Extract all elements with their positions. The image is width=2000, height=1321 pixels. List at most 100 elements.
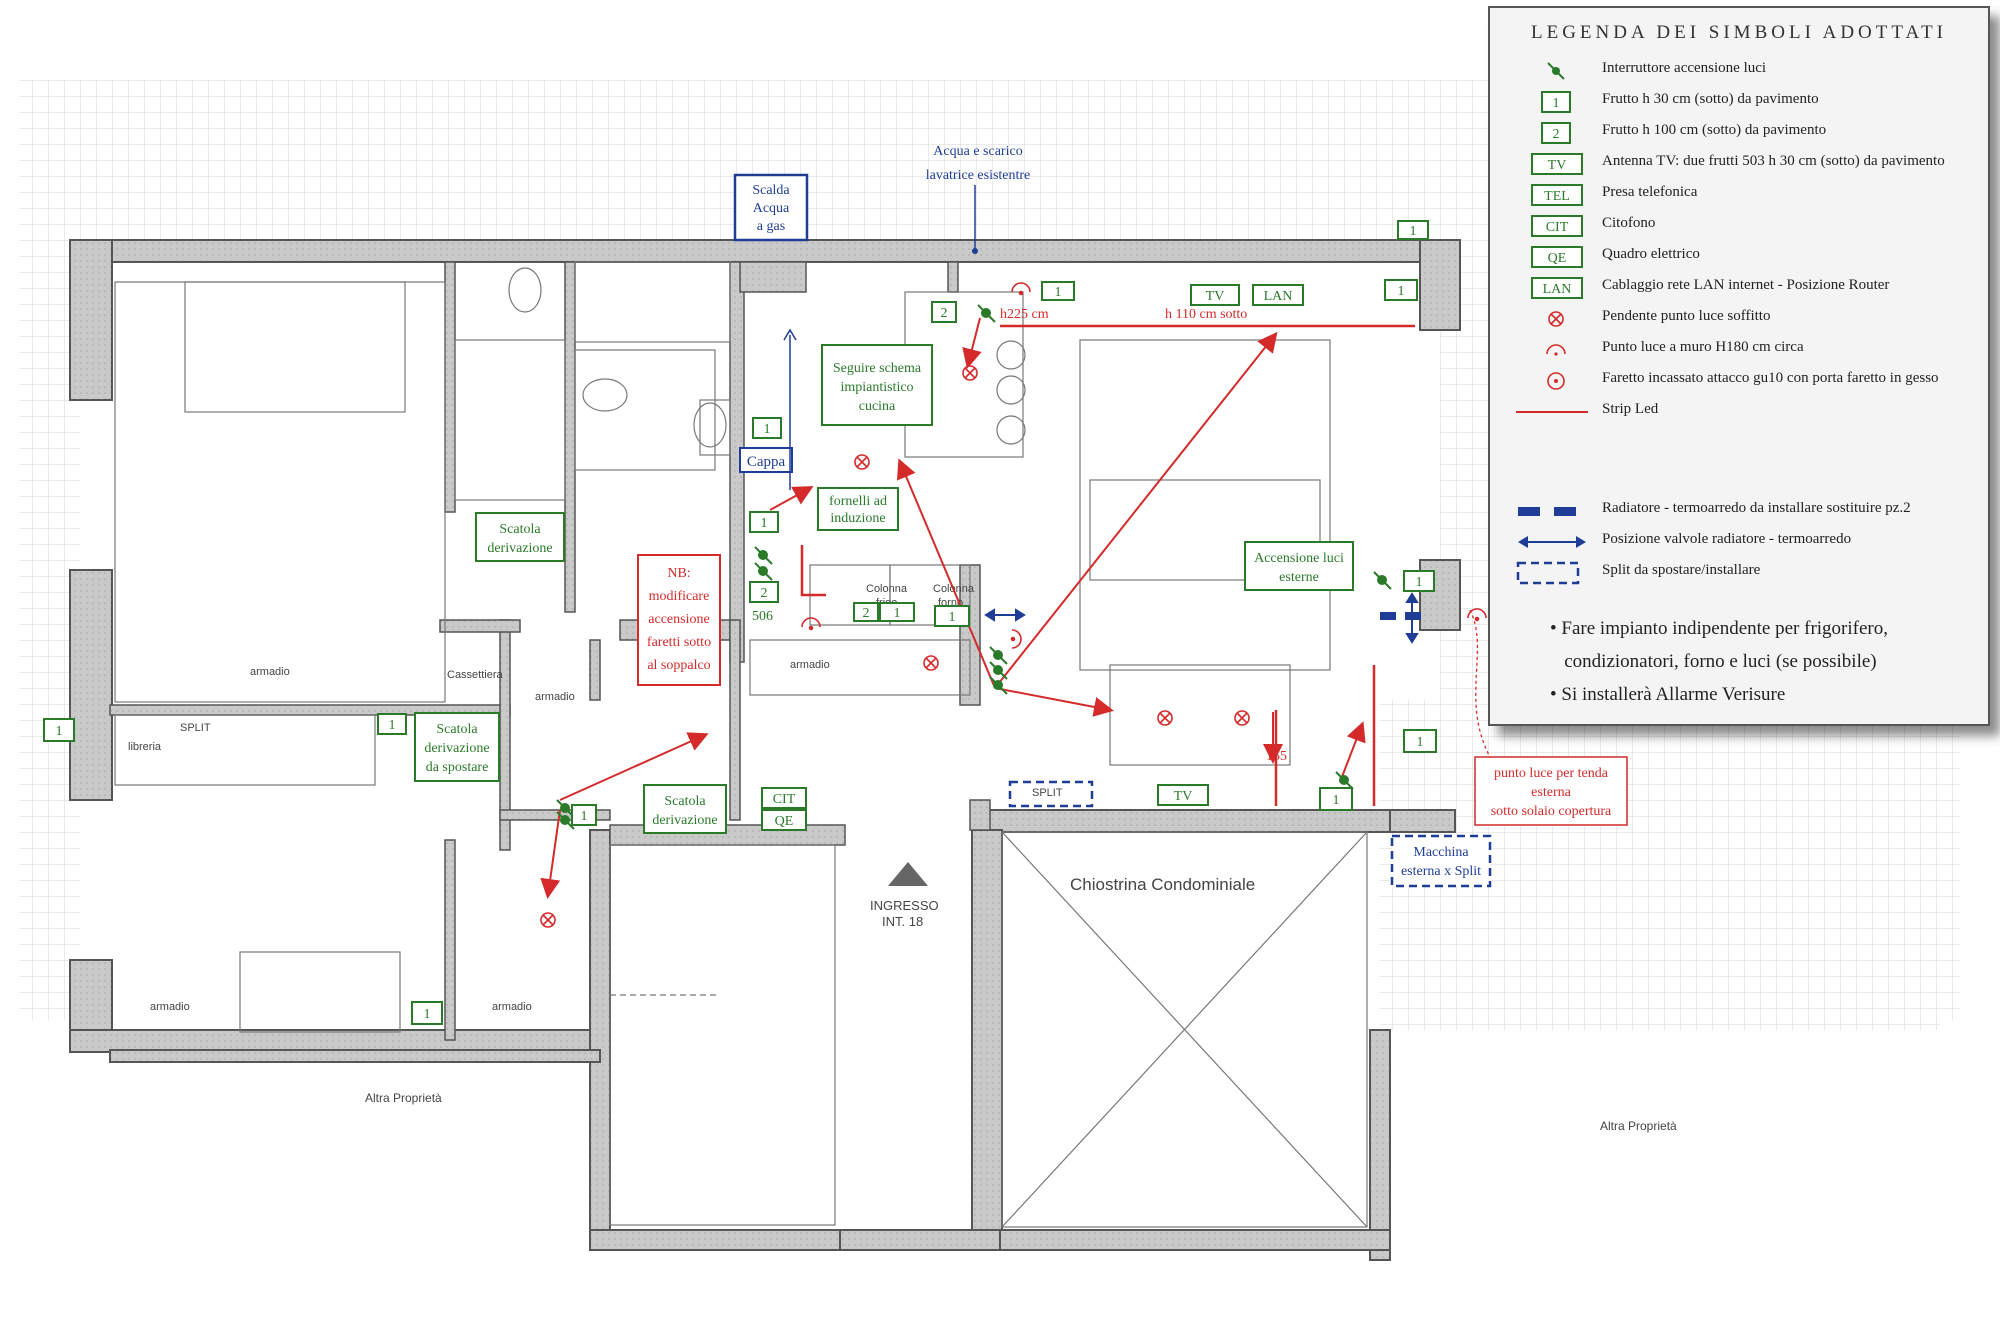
legend-note-text: condizionatori, forno e luci (se possibi… xyxy=(1564,651,1877,672)
radiators xyxy=(783,328,1421,644)
socket-box-icon: QE xyxy=(1531,246,1583,268)
socket-1: 1 xyxy=(1384,279,1418,301)
schema-cucina-line-1: Seguire schema xyxy=(833,361,922,376)
socket-1: 1 xyxy=(1319,787,1353,811)
legend-row-radiator: Radiatore - termoarredo da installare so… xyxy=(1490,496,1988,526)
legend-text: Antenna TV: due frutti 503 h 30 cm (sott… xyxy=(1602,153,1945,169)
socket-1-label: 1 xyxy=(949,610,956,625)
nb-line-3: accensione xyxy=(648,612,709,627)
cappa-box: Cappa xyxy=(739,447,793,473)
socket-1-label: 1 xyxy=(1055,285,1062,300)
label-altra-proprieta-2: Altra Proprietà xyxy=(1600,1119,1677,1133)
socket-tv-label: TV xyxy=(1206,289,1225,304)
spotlight-icon xyxy=(1547,372,1565,390)
nb-line-5: al soppalco xyxy=(647,658,710,673)
legend-row-spotlight: Faretto incassato attacco gu10 con porta… xyxy=(1490,366,1988,396)
light-switch-icon xyxy=(1335,771,1354,790)
legend-row-strip-led: Strip Led xyxy=(1490,397,1988,427)
scatola-derivazione-box-1: Scatola derivazione xyxy=(475,512,565,562)
macchina-split-box: Macchina esterna x Split xyxy=(1390,834,1492,888)
strip-led-icon xyxy=(1516,411,1588,413)
wall-light-icon xyxy=(1467,608,1487,622)
legend-code: CIT xyxy=(1546,220,1569,235)
legend-text: Interruttore accensione luci xyxy=(1602,60,1767,76)
socket-1: 1 xyxy=(879,602,915,622)
legend-row-cit: CIT Citofono xyxy=(1490,211,1988,241)
furniture xyxy=(114,261,1368,1228)
legend-text: Posizione valvole radiatore - termoarred… xyxy=(1602,531,1852,547)
light-switch-icon xyxy=(754,562,773,581)
legend-text: Frutto h 100 cm (sotto) da pavimento xyxy=(1602,122,1827,138)
accensione-esterne-line-1: Accensione luci xyxy=(1254,551,1344,566)
scatola-spostare-line-1: Scatola xyxy=(436,722,478,737)
socket-lan-label: LAN xyxy=(1264,289,1293,304)
light-switch-icon xyxy=(977,304,996,323)
legend-code: QE xyxy=(1548,251,1567,266)
outer-walls xyxy=(69,239,1461,1261)
legend-note-1: • Fare impianto indipendente per frigori… xyxy=(1550,618,1888,639)
legend-row-wall-light: Punto luce a muro H180 cm circa xyxy=(1490,335,1988,365)
socket-1-label: 1 xyxy=(1398,284,1405,299)
cappa-label: Cappa xyxy=(747,454,786,470)
socket-box-icon: 2 xyxy=(1541,122,1571,144)
socket-1-label: 1 xyxy=(894,606,901,621)
legend-text: Citofono xyxy=(1602,215,1656,231)
light-switch-icon xyxy=(556,811,575,830)
nb-note-box: NB: modificare accensione faretti sotto … xyxy=(637,554,721,686)
socket-cit: CIT xyxy=(761,787,807,809)
legend-text: Faretto incassato attacco gu10 con porta… xyxy=(1602,370,1939,386)
schema-cucina-line-3: cucina xyxy=(859,399,896,414)
socket-2: 2 xyxy=(749,581,779,603)
label-colonna-frigo-1: Colonna xyxy=(866,583,908,595)
scalda-acqua-line-1: Scalda xyxy=(752,183,790,198)
light-switch-icon xyxy=(989,676,1008,695)
scalda-acqua-line-3: a gas xyxy=(757,219,785,234)
accensione-esterne-line-2: esterne xyxy=(1279,570,1319,585)
light-switch-icon xyxy=(754,546,773,565)
socket-box-icon: 1 xyxy=(1541,91,1571,113)
legend-code: 1 xyxy=(1553,96,1560,111)
room-labels: armadio Cassettiera armadio SPLIT librer… xyxy=(128,583,1677,1133)
acqua-scarico-line-2: lavatrice esistentre xyxy=(926,168,1031,183)
label-armadio-2: armadio xyxy=(535,691,575,703)
socket-box-icon: TV xyxy=(1531,153,1583,175)
legend-code: TV xyxy=(1548,158,1567,173)
label-armadio-5: armadio xyxy=(492,1001,532,1013)
pendant-light-icon xyxy=(1548,311,1564,327)
macchina-line-1: Macchina xyxy=(1413,845,1469,860)
socket-1: 1 xyxy=(1403,570,1435,592)
socket-1-label: 1 xyxy=(389,718,396,733)
wall-lights xyxy=(801,282,1487,649)
wall-light-icon xyxy=(1546,344,1566,356)
scatola-1-line-2: derivazione xyxy=(487,541,552,556)
punto-luce-tenda-box: punto luce per tenda esterna sotto solai… xyxy=(1469,609,1628,826)
light-switch-icon xyxy=(1373,571,1392,590)
entrance-arrow-icon xyxy=(888,862,928,886)
acqua-scarico-line-1: Acqua e scarico xyxy=(933,144,1022,159)
tenda-line-3: sotto solaio copertura xyxy=(1491,804,1612,819)
legend-text: Split da spostare/installare xyxy=(1602,562,1761,578)
pendant-light-icon xyxy=(540,912,556,928)
scatola-derivazione-box-2: Scatola derivazione xyxy=(643,784,727,834)
socket-1: 1 xyxy=(411,1001,443,1025)
valve-arrow-icon xyxy=(984,608,1026,622)
fornelli-line-1: fornelli ad xyxy=(829,494,887,509)
socket-qe: QE xyxy=(761,809,807,831)
socket-tv: TV xyxy=(1190,284,1240,306)
label-cassettiera: Cassettiera xyxy=(447,669,504,681)
pendant-light-icon xyxy=(1234,710,1250,726)
macchina-line-2: esterna x Split xyxy=(1401,864,1481,879)
legend-text: Frutto h 30 cm (sotto) da pavimento xyxy=(1602,91,1819,107)
legend-row-switch: Interruttore accensione luci xyxy=(1490,56,1988,86)
legend-note-3: • Si installerà Allarme Verisure xyxy=(1550,684,1786,705)
socket-1-label: 1 xyxy=(56,724,63,739)
socket-cit-label: CIT xyxy=(773,792,796,807)
pendant-light-icon xyxy=(962,365,978,381)
nb-line-2: modificare xyxy=(649,589,710,604)
wall-light-icon xyxy=(1011,282,1031,296)
socket-2-label: 2 xyxy=(941,306,948,321)
pendant-light-icon xyxy=(1157,710,1173,726)
label-ingresso-1: INGRESSO xyxy=(870,898,939,913)
scatola-2-line-2: derivazione xyxy=(652,813,717,828)
